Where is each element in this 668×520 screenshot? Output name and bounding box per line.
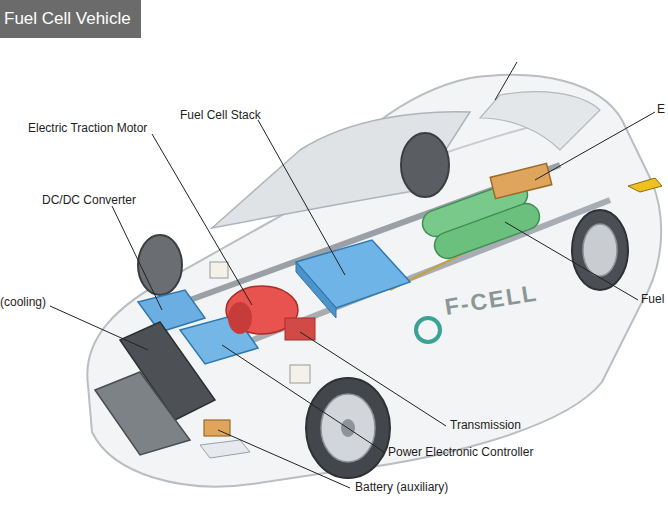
part-label: Transmission [450,418,521,432]
part-label: Electric Traction Motor [28,121,147,135]
fuel-cell-stack [296,240,410,308]
leader-line [152,134,252,305]
rear-right-rim [583,224,617,276]
headlight [200,440,250,458]
part-label: Fuel [641,292,664,306]
leader-line [495,62,517,100]
title-banner: Fuel Cell Vehicle [0,0,141,38]
leader-line [535,112,655,180]
leader-line [112,206,162,310]
fuel-nozzle [628,178,662,192]
motor-end [228,302,252,334]
leader-line [218,430,350,488]
logo-ring [416,318,440,342]
car-body [87,75,661,487]
rear-window [480,92,600,150]
part-label: Power Electronic Controller [388,445,533,459]
leader-line [258,120,345,275]
front-left-wheel [138,235,182,295]
part-label: E [657,102,665,116]
leader-line [222,345,384,452]
part-label: Fuel Cell Stack [180,108,261,122]
fuel-cell-stack-side [296,262,336,318]
grille [95,372,190,455]
part-label: Battery (auxiliary) [355,480,448,494]
leader-line [300,332,446,426]
part-label: (cooling) [0,295,46,309]
coolant-tank [290,365,310,383]
battery-pack [490,163,552,198]
part-label: DC/DC Converter [42,193,136,207]
coolant-tank [210,262,228,278]
rear-left-wheel [401,133,449,197]
transmission [285,318,315,340]
leader-line [50,306,148,350]
hydrogen-tank [431,200,543,262]
